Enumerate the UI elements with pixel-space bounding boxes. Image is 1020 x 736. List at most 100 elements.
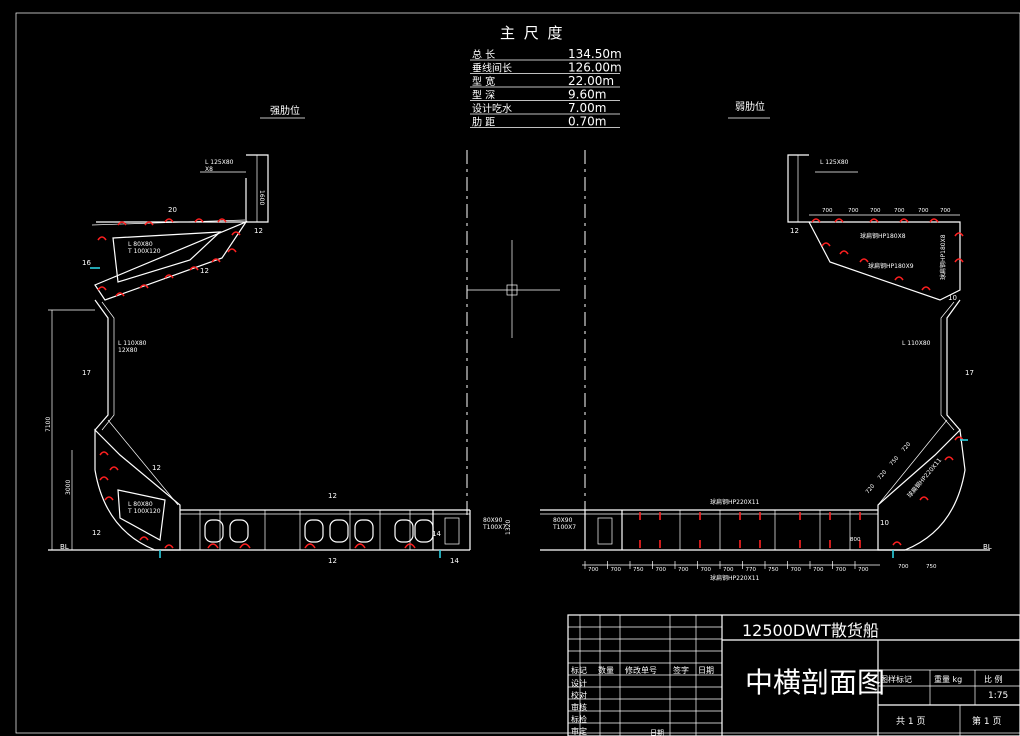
tb-role: 审定: [571, 726, 587, 736]
spec-label: 垂线间长: [472, 62, 512, 75]
spec-label: 型 宽: [472, 75, 495, 88]
tb-header: 日期: [698, 666, 714, 675]
svg-text:L 80X80: L 80X80: [128, 241, 153, 248]
svg-text:球扁钢HP220X11: 球扁钢HP220X11: [905, 456, 943, 499]
svg-text:770: 770: [746, 567, 757, 573]
svg-text:17: 17: [82, 369, 91, 377]
tb-header: 签字: [673, 665, 689, 675]
svg-text:10: 10: [880, 519, 889, 527]
left-frame-label: 强肋位: [270, 104, 300, 117]
spec-label: 设计吃水: [472, 102, 512, 115]
tb-role: 标检: [571, 714, 587, 724]
svg-text:750: 750: [633, 567, 644, 573]
svg-text:L 125X80: L 125X80: [820, 159, 849, 166]
svg-text:球扁钢HP220X11: 球扁钢HP220X11: [710, 574, 760, 582]
svg-text:12: 12: [328, 492, 337, 500]
svg-text:800: 800: [850, 537, 861, 543]
svg-text:12: 12: [152, 464, 161, 472]
spec-value: 0.70m: [568, 115, 606, 129]
svg-text:750: 750: [768, 567, 779, 573]
sheet-number: 第 1 页: [972, 715, 1001, 727]
center-lines: [466, 150, 586, 520]
scale-value: 1:75: [988, 691, 1008, 701]
right-section: 弱肋位 L 125X80 700 700 700 700 700 700 球扁钢HP180…: [540, 100, 992, 582]
svg-text:球扁钢HP220X11: 球扁钢HP220X11: [710, 498, 760, 506]
svg-text:700: 700: [870, 208, 881, 214]
svg-text:700: 700: [898, 564, 909, 570]
date-label: 日期: [650, 729, 664, 736]
right-frame-label: 弱肋位: [735, 100, 765, 113]
svg-text:7100: 7100: [45, 417, 52, 432]
svg-text:10: 10: [948, 294, 957, 302]
svg-text:700: 700: [940, 208, 951, 214]
svg-text:700: 700: [791, 567, 802, 573]
svg-text:80X90: 80X90: [483, 517, 503, 524]
tb-role: 设计: [571, 678, 587, 688]
field-mark: 图样标记: [880, 674, 912, 684]
svg-text:700: 700: [701, 567, 712, 573]
tb-role: 校对: [571, 690, 587, 700]
svg-text:T100X7: T100X7: [552, 524, 576, 531]
svg-text:700: 700: [848, 208, 859, 214]
left-section: 强肋位 1600 L 125X80 X8 L 80X80 T 100X120 2…: [45, 104, 512, 565]
svg-text:BL: BL: [60, 543, 69, 551]
svg-text:700: 700: [656, 567, 667, 573]
svg-text:700: 700: [678, 567, 689, 573]
tb-role: 审核: [571, 702, 587, 712]
spec-value: 9.60m: [568, 88, 606, 102]
svg-text:80X90: 80X90: [553, 517, 573, 524]
svg-text:700: 700: [894, 208, 905, 214]
spec-value: 126.00m: [568, 61, 622, 75]
svg-text:T 100X120: T 100X120: [127, 508, 161, 515]
svg-text:700: 700: [836, 567, 847, 573]
spec-label: 型 深: [472, 89, 495, 102]
svg-text:12: 12: [200, 267, 209, 275]
svg-text:14: 14: [450, 557, 459, 565]
ship-name: 12500DWT散货船: [742, 621, 879, 640]
svg-text:720: 720: [877, 469, 889, 481]
svg-text:12: 12: [790, 227, 799, 235]
svg-text:17: 17: [965, 369, 974, 377]
svg-text:700: 700: [858, 567, 869, 573]
svg-text:1600: 1600: [258, 190, 265, 205]
svg-text:700: 700: [723, 567, 734, 573]
field-scale: 比 例: [984, 674, 1003, 684]
svg-text:720: 720: [865, 483, 877, 495]
svg-text:X8: X8: [205, 166, 213, 173]
svg-text:球扁钢HP180X8: 球扁钢HP180X8: [939, 234, 947, 280]
svg-text:14: 14: [432, 530, 441, 538]
svg-text:720: 720: [901, 441, 913, 453]
svg-text:12: 12: [328, 557, 337, 565]
field-weight: 重量 kg: [934, 674, 962, 684]
drawing-frame: [15, 12, 1020, 734]
svg-text:12: 12: [254, 227, 263, 235]
svg-text:750: 750: [889, 455, 901, 467]
svg-text:700: 700: [588, 567, 599, 573]
svg-text:L 125X80: L 125X80: [205, 159, 234, 166]
svg-text:L 110X80: L 110X80: [118, 340, 147, 347]
sheets-total: 共 1 页: [896, 716, 925, 727]
spec-value: 7.00m: [568, 101, 606, 115]
svg-text:16: 16: [82, 259, 91, 267]
tb-header: 标记: [571, 665, 587, 675]
spec-label: 总 长: [472, 48, 495, 61]
svg-text:L 110X80: L 110X80: [902, 340, 931, 347]
spec-value: 134.50m: [568, 47, 622, 61]
svg-text:12: 12: [92, 529, 101, 537]
svg-text:700: 700: [813, 567, 824, 573]
title-block: 12500DWT散货船 中横剖面图 图样标记 重量 kg 比 例 1:75 共 …: [567, 614, 1020, 736]
svg-text:T100X7: T100X7: [482, 524, 506, 531]
svg-text:20: 20: [168, 206, 177, 214]
spec-label: 肋 距: [472, 116, 495, 129]
svg-text:1320: 1320: [505, 520, 512, 535]
svg-text:700: 700: [918, 208, 929, 214]
drawing-title: 中横剖面图: [745, 666, 885, 699]
svg-text:BL: BL: [983, 543, 992, 551]
svg-text:700: 700: [611, 567, 622, 573]
tb-header: 修改单号: [625, 665, 657, 675]
svg-text:12X80: 12X80: [118, 347, 138, 354]
